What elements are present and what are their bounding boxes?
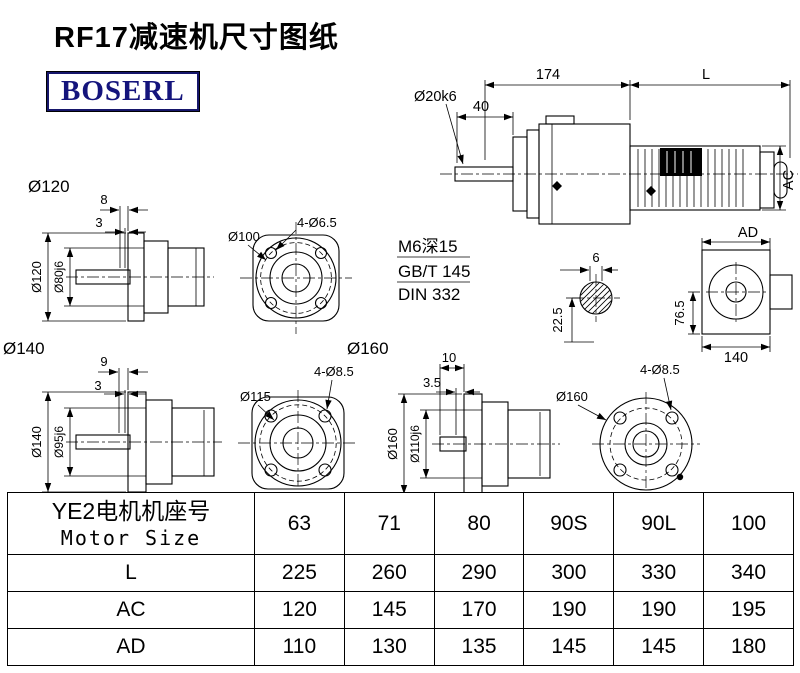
L-value-cell: 260 (343, 554, 435, 592)
AD-value-cell: 110 (254, 628, 345, 666)
AD-value-cell: 135 (433, 628, 525, 666)
header-motor-size-cell: YE2电机机座号 Motor Size (7, 492, 255, 555)
note-din-label: DIN 332 (398, 285, 460, 304)
size-71-cell: 71 (343, 492, 435, 555)
dim-holes-140-label: 4-Ø8.5 (314, 364, 354, 379)
dim-AC-label: AC (781, 170, 797, 190)
dim-hub-80-label: Ø80j6 (52, 261, 66, 293)
header-cn-label: YE2电机机座号 (51, 498, 211, 525)
thread-notes: M6深15 GB/T 145 DIN 332 (397, 237, 470, 304)
note-m6-label: M6深15 (398, 237, 458, 256)
flange-160-side-view: Ø160 10 3.5 Ø1 (347, 339, 560, 492)
dim-dia-120-label: Ø120 (29, 261, 44, 293)
table-row-AC: AC 120 145 170 190 190 195 (7, 591, 794, 629)
AD-value-cell: 180 (703, 628, 794, 666)
table-row-AD: AD 110 130 135 145 145 180 (7, 628, 794, 666)
dim-holes-120-label: 4-Ø6.5 (297, 215, 337, 230)
dim-3b-label: 3 (94, 378, 101, 393)
L-value-cell: 330 (613, 554, 705, 592)
dim-L-label: L (702, 67, 710, 83)
L-value-cell: 290 (433, 554, 525, 592)
AD-value-cell: 130 (343, 628, 435, 666)
dim-140-label: 140 (724, 350, 748, 366)
technical-drawing: 174 L 40 Ø20k6 AC M6深15 GB/T 145 (3, 67, 798, 492)
shaft-end-view: 6 22.5 (550, 250, 620, 343)
dim-AD-label: AD (738, 225, 758, 241)
dim-bolt-circle-115-label: Ø115 (240, 389, 271, 404)
AC-value-cell: 190 (613, 591, 705, 629)
header-en-label: Motor Size (60, 525, 202, 550)
table-row-L: L 225 260 290 300 330 340 (7, 554, 794, 592)
dim-76-5-label: 76.5 (672, 300, 687, 325)
view-160-title: Ø160 (347, 339, 389, 358)
dim-dia-140-label: Ø140 (29, 426, 44, 458)
dim-hub-95-label: Ø95j6 (52, 426, 66, 458)
motor-side-view: AD 76.5 140 (672, 225, 793, 366)
main-assembly-view: 174 L 40 Ø20k6 AC (414, 67, 798, 225)
shaft-diameter-label: Ø20k6 (414, 89, 457, 105)
AC-value-cell: 120 (254, 591, 345, 629)
AC-value-cell: 190 (523, 591, 615, 629)
AC-value-cell: 170 (433, 591, 525, 629)
table-header-row: YE2电机机座号 Motor Size 63 71 80 90S 90L 100 (7, 492, 794, 555)
flange-140-front-view: Ø115 4-Ø8.5 (238, 364, 358, 490)
dim-9-label: 9 (100, 354, 107, 369)
L-value-cell: 340 (703, 554, 794, 592)
size-63-cell: 63 (254, 492, 345, 555)
dim-40-label: 40 (473, 99, 489, 115)
view-120-title: Ø120 (28, 177, 70, 196)
size-100-cell: 100 (703, 492, 794, 555)
row-AC-label: AC (7, 591, 255, 629)
dimension-table: YE2电机机座号 Motor Size 63 71 80 90S 90L 100… (7, 492, 794, 666)
size-90l-cell: 90L (613, 492, 705, 555)
AC-value-cell: 145 (343, 591, 435, 629)
page-title: RF17减速机尺寸图纸 (54, 22, 339, 54)
dim-bolt-circle-100-label: Ø100 (228, 229, 260, 244)
flange-120-side-view: Ø120 8 3 (28, 177, 214, 322)
AD-value-cell: 145 (613, 628, 705, 666)
flange-120-front-view: 4-Ø6.5 Ø100 (228, 215, 352, 334)
note-gbt-label: GB/T 145 (398, 262, 470, 281)
view-140-title: Ø140 (3, 339, 45, 358)
dim-22-5-label: 22.5 (550, 307, 565, 332)
row-L-label: L (7, 554, 255, 592)
dim-174-label: 174 (536, 67, 560, 83)
dim-3-5-label: 3.5 (423, 375, 441, 390)
size-80-cell: 80 (433, 492, 525, 555)
dim-dia-160-label: Ø160 (385, 428, 400, 460)
L-value-cell: 300 (523, 554, 615, 592)
dim-holes-160-label: 4-Ø8.5 (640, 362, 680, 377)
brand-logo: BOSERL (47, 72, 199, 111)
L-value-cell: 225 (254, 554, 345, 592)
dim-8-label: 8 (100, 192, 107, 207)
dim-hub-110-label: Ø110j6 (408, 425, 422, 463)
dim-3-label: 3 (95, 215, 102, 230)
AC-value-cell: 195 (703, 591, 794, 629)
size-90s-cell: 90S (523, 492, 615, 555)
row-AD-label: AD (7, 628, 255, 666)
dim-flange-dia-160-label: Ø160 (556, 389, 588, 404)
flange-140-side-view: Ø140 9 3 (3, 339, 222, 492)
flange-160-front-view: Ø160 4-Ø8.5 (556, 362, 700, 491)
brand-logo-text: BOSERL (61, 75, 185, 107)
AD-value-cell: 145 (523, 628, 615, 666)
dim-10-label: 10 (442, 350, 456, 365)
dim-6-label: 6 (592, 250, 599, 265)
